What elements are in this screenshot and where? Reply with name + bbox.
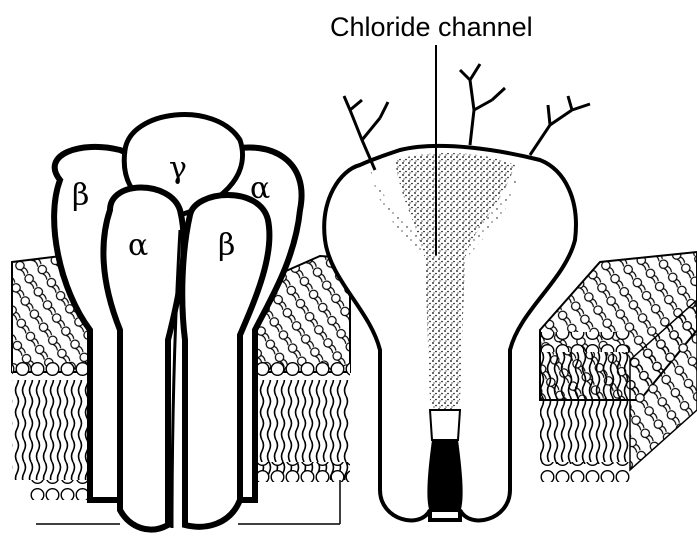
label-gamma: γ — [169, 151, 187, 186]
chloride-channel-label: Chloride channel — [330, 12, 533, 42]
lipid-bilayer-right — [540, 252, 697, 482]
label-alpha-outer: α — [250, 171, 270, 206]
label-beta-outer: β — [72, 178, 89, 213]
label-beta-inner: β — [218, 228, 235, 263]
label-alpha-inner: α — [128, 228, 148, 263]
